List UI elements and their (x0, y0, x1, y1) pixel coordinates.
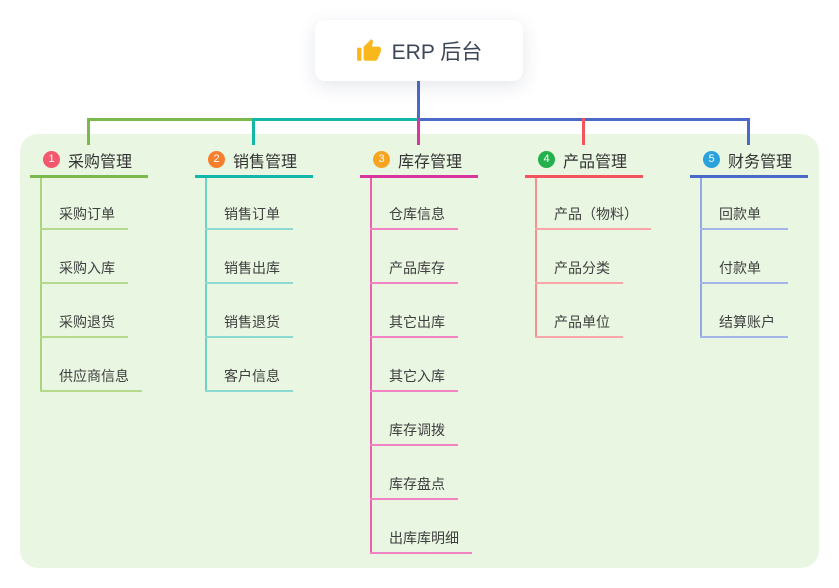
branch-children-purchase: 采购订单 采购入库 采购退货 供应商信息 (40, 176, 142, 392)
child-label: 库存调拨 (389, 422, 445, 438)
branch-children-finance: 回款单 付款单 结算账户 (700, 176, 788, 338)
branch-label: 采购管理 (68, 153, 133, 171)
branch-children-sales: 销售订单 销售出库 销售退货 客户信息 (205, 176, 293, 392)
stem-line-finance (700, 178, 702, 338)
child-node[interactable]: 库存盘点 (370, 446, 458, 500)
branch-number-badge: 5 (703, 151, 720, 168)
child-node[interactable]: 销售退货 (205, 284, 293, 338)
child-node[interactable]: 采购退货 (40, 284, 128, 338)
child-node[interactable]: 出库库明细 (370, 500, 472, 554)
root-node[interactable]: ERP 后台 (315, 20, 523, 81)
stem-line-purchase (40, 178, 42, 392)
bus-segment-purchase (88, 118, 253, 121)
child-label: 采购入库 (59, 260, 115, 276)
child-label: 其它入库 (389, 368, 445, 384)
branch-number-badge: 3 (373, 151, 390, 168)
root-connector-line (417, 81, 420, 118)
child-label: 销售退货 (224, 314, 280, 330)
child-node[interactable]: 产品库存 (370, 230, 458, 284)
bus-segment-sales (253, 118, 418, 121)
drop-line-purchase (87, 118, 90, 145)
branch-number-badge: 1 (43, 151, 60, 168)
drop-line-product (582, 118, 585, 145)
child-node[interactable]: 付款单 (700, 230, 788, 284)
stem-line-sales (205, 178, 207, 392)
child-label: 库存盘点 (389, 476, 445, 492)
child-node[interactable]: 销售订单 (205, 176, 293, 230)
branch-label: 库存管理 (398, 153, 463, 171)
child-node[interactable]: 产品单位 (535, 284, 623, 338)
child-label: 产品分类 (554, 260, 610, 276)
child-label: 回款单 (719, 206, 761, 222)
child-label: 产品单位 (554, 314, 610, 330)
child-label: 客户信息 (224, 368, 280, 384)
child-label: 采购订单 (59, 206, 115, 222)
stem-line-inventory (370, 178, 372, 554)
branch-header-inventory[interactable]: 3 库存管理 (360, 144, 478, 178)
child-label: 销售出库 (224, 260, 280, 276)
branches-panel (20, 134, 819, 568)
child-label: 仓库信息 (389, 206, 445, 222)
root-node-label: ERP 后台 (391, 40, 483, 64)
child-node[interactable]: 结算账户 (700, 284, 788, 338)
child-node[interactable]: 客户信息 (205, 338, 293, 392)
child-node[interactable]: 其它出库 (370, 284, 458, 338)
stem-line-product (535, 178, 537, 338)
child-node[interactable]: 产品（物料） (535, 176, 651, 230)
child-label: 结算账户 (719, 314, 775, 330)
drop-line-finance (747, 118, 750, 145)
child-label: 供应商信息 (59, 368, 129, 384)
child-node[interactable]: 其它入库 (370, 338, 458, 392)
branch-number-badge: 4 (538, 151, 555, 168)
branch-header-sales[interactable]: 2 销售管理 (195, 144, 313, 178)
drop-line-inventory (417, 118, 420, 145)
child-label: 产品（物料） (554, 206, 638, 222)
child-node[interactable]: 产品分类 (535, 230, 623, 284)
drop-line-sales (252, 118, 255, 145)
branch-header-purchase[interactable]: 1 采购管理 (30, 144, 148, 178)
branch-children-inventory: 仓库信息 产品库存 其它出库 其它入库 库存调拨 库存盘点 出库库明细 (370, 176, 472, 554)
child-node[interactable]: 回款单 (700, 176, 788, 230)
branch-label: 财务管理 (728, 153, 793, 171)
thumbs-up-icon (356, 38, 382, 64)
branch-label: 销售管理 (233, 153, 298, 171)
child-label: 产品库存 (389, 260, 445, 276)
child-node[interactable]: 采购入库 (40, 230, 128, 284)
child-label: 其它出库 (389, 314, 445, 330)
child-label: 采购退货 (59, 314, 115, 330)
child-node[interactable]: 库存调拨 (370, 392, 458, 446)
child-node[interactable]: 销售出库 (205, 230, 293, 284)
child-node[interactable]: 仓库信息 (370, 176, 458, 230)
child-node[interactable]: 供应商信息 (40, 338, 142, 392)
branch-header-finance[interactable]: 5 财务管理 (690, 144, 808, 178)
child-label: 销售订单 (224, 206, 280, 222)
child-label: 出库库明细 (389, 530, 459, 546)
child-label: 付款单 (719, 260, 761, 276)
branch-header-product[interactable]: 4 产品管理 (525, 144, 643, 178)
branch-children-product: 产品（物料） 产品分类 产品单位 (535, 176, 651, 338)
branch-number-badge: 2 (208, 151, 225, 168)
child-node[interactable]: 采购订单 (40, 176, 128, 230)
branch-label: 产品管理 (563, 153, 628, 171)
